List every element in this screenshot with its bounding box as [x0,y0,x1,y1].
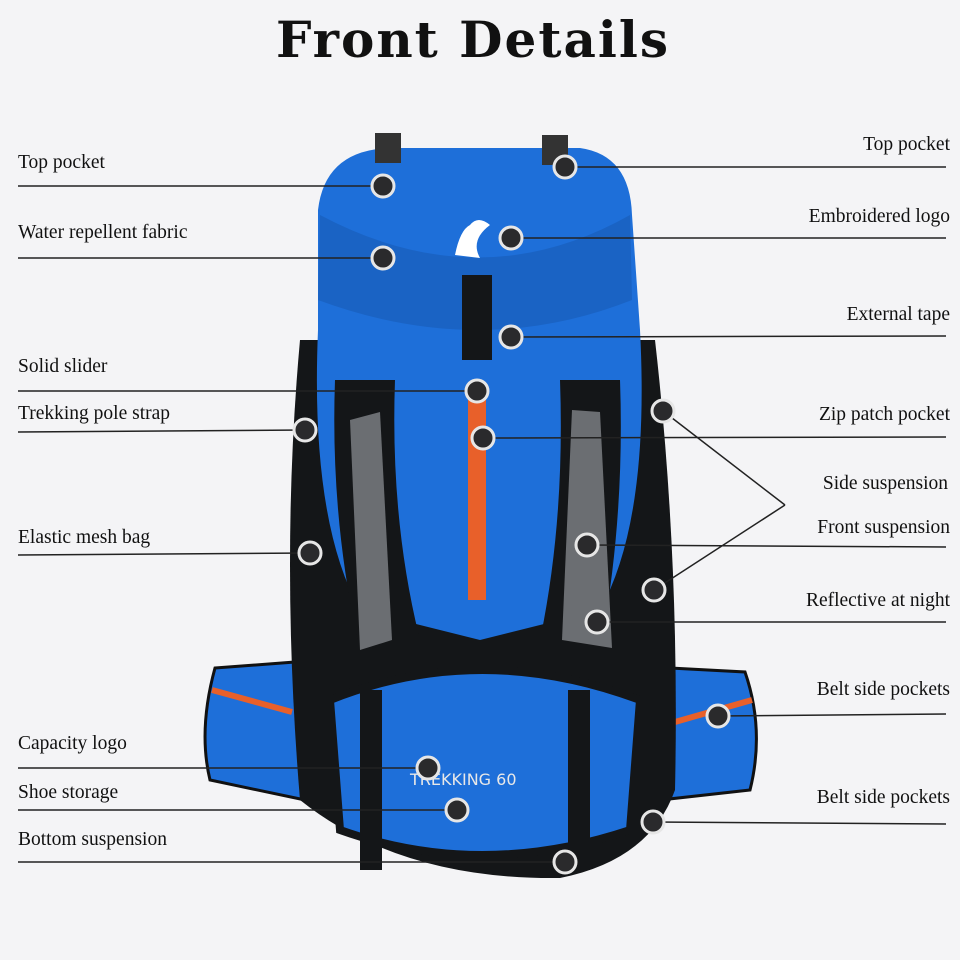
callout-label-left: Water repellent fabric [18,222,188,243]
callout-label-right: Reflective at night [805,590,950,611]
callout-dot [297,540,323,566]
callout-dot [498,225,524,251]
callout-label-right: Belt side pockets [816,679,950,700]
bottom-compartment [325,666,645,859]
callout-dot [444,797,470,823]
callout-label-right: External tape [846,304,950,325]
page-title: Front Details [276,10,670,69]
callout-line [510,335,947,338]
callout-dot [470,425,496,451]
callout-label-left: Solid slider [18,356,108,377]
callout-dot [584,609,610,635]
callout-line [653,504,786,591]
logo-mark [455,220,490,258]
callout-line [17,429,306,433]
callout-dot [552,154,578,180]
callout-dot [650,398,676,424]
callout-label-left: Elastic mesh bag [18,527,151,548]
callout-dot [292,417,318,443]
callout-label-left: Top pocket [18,152,105,173]
callout-dot [640,809,666,835]
left-belt-pocket [203,660,307,802]
callout-label-right: Belt side pockets [816,787,950,808]
right-belt-pocket [658,666,758,802]
callout-label-right: Zip patch pocket [818,404,950,425]
right-mesh [562,410,612,648]
callout-dot [415,755,441,781]
callout-line [586,544,947,548]
callout-line [482,436,947,439]
callout-label-right: Front suspension [817,517,950,538]
callout-label-right: Side suspension [822,473,948,494]
callout-dot [498,324,524,350]
callout-label-right: Top pocket [863,134,950,155]
callout-dot [464,378,490,404]
callout-label-left: Trekking pole strap [18,403,171,424]
callout-dot [552,849,578,875]
callout-line [17,552,311,556]
callout-dot [705,703,731,729]
callout-line [652,821,947,825]
callout-label-left: Bottom suspension [18,829,167,850]
callout-dot [370,173,396,199]
callout-dot [370,245,396,271]
callout-label-right: Embroidered logo [808,206,950,227]
callout-label-left: Capacity logo [18,733,127,754]
callout-dot [574,532,600,558]
callout-dot [641,577,667,603]
callout-label-left: Shoe storage [18,782,119,803]
callout-line [717,713,947,717]
left-mesh [350,412,392,650]
callout-line [662,410,786,506]
